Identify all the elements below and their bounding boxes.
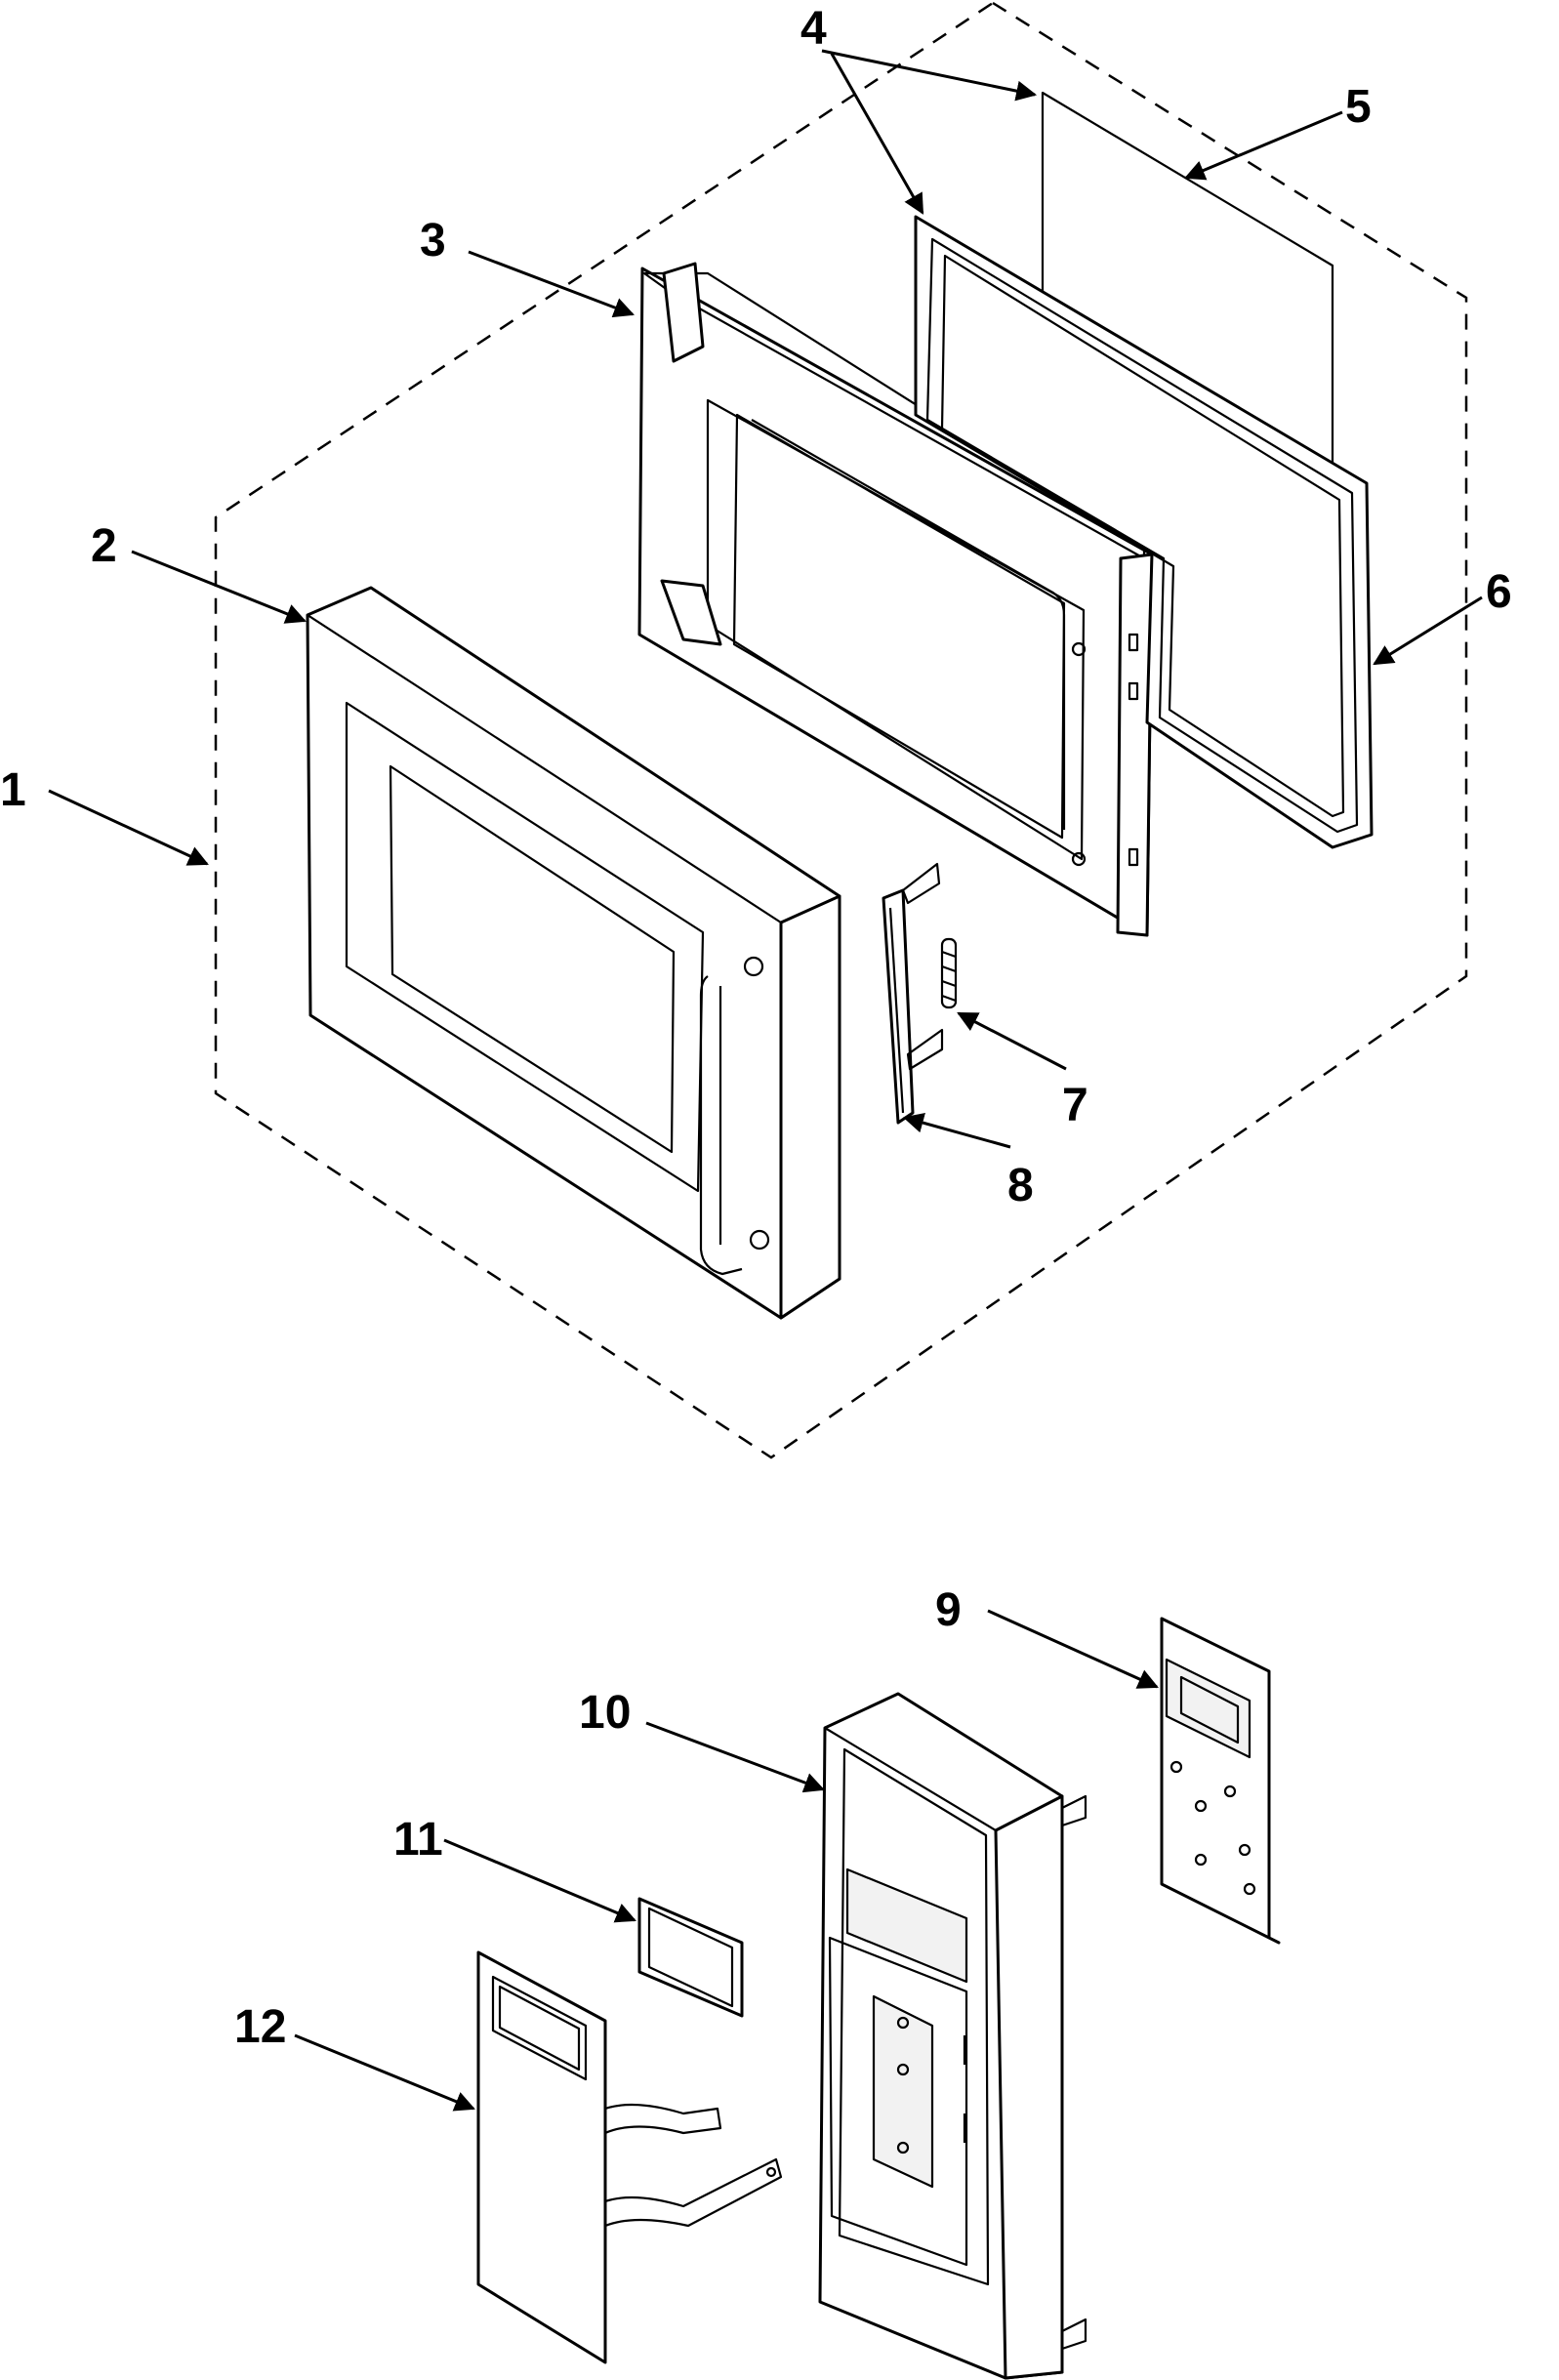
callout-12: 12 [234, 2001, 286, 2053]
callout-1: 1 [0, 764, 26, 816]
leader-lines [48, 49, 1483, 2112]
callout-3: 3 [420, 215, 446, 267]
door-assembly-boundary [214, 1, 1468, 1459]
leader-4b [830, 53, 924, 215]
part-12-membrane-keypad [476, 1950, 783, 2364]
callout-8: 8 [1007, 1160, 1034, 1211]
leader-1 [48, 789, 209, 866]
part-2-outer-door [306, 586, 841, 1320]
part-6-door-seal-frame [914, 215, 1374, 849]
callout-2: 2 [91, 520, 117, 572]
leader-7 [957, 1011, 1067, 1071]
callout-10: 10 [579, 1687, 631, 1739]
part-7-door-spring [940, 937, 958, 1009]
leader-4a [821, 49, 1038, 102]
leader-8 [902, 1112, 1011, 1149]
part-11-display-window [637, 1897, 744, 2018]
part-9-control-board [1160, 1617, 1281, 1945]
leader-11 [443, 1838, 636, 1923]
leader-5 [1184, 110, 1343, 181]
callout-labels: 1 2 3 4 5 6 7 8 9 10 11 12 [0, 3, 1512, 2053]
leader-9 [987, 1609, 1159, 1689]
part-3-door-inner-frame [637, 262, 1154, 937]
leader-2 [131, 550, 307, 624]
part-10-control-panel [818, 1692, 1087, 2380]
callout-5: 5 [1345, 81, 1372, 133]
leader-10 [645, 1721, 825, 1793]
callout-11: 11 [393, 1814, 443, 1866]
callout-6: 6 [1486, 566, 1512, 618]
part-8-door-hook [882, 862, 944, 1125]
callout-7: 7 [1062, 1080, 1088, 1131]
callout-4: 4 [800, 3, 827, 55]
leader-12 [294, 2033, 475, 2112]
leader-3 [468, 250, 635, 318]
leader-6 [1373, 595, 1483, 666]
callout-9: 9 [935, 1584, 962, 1636]
